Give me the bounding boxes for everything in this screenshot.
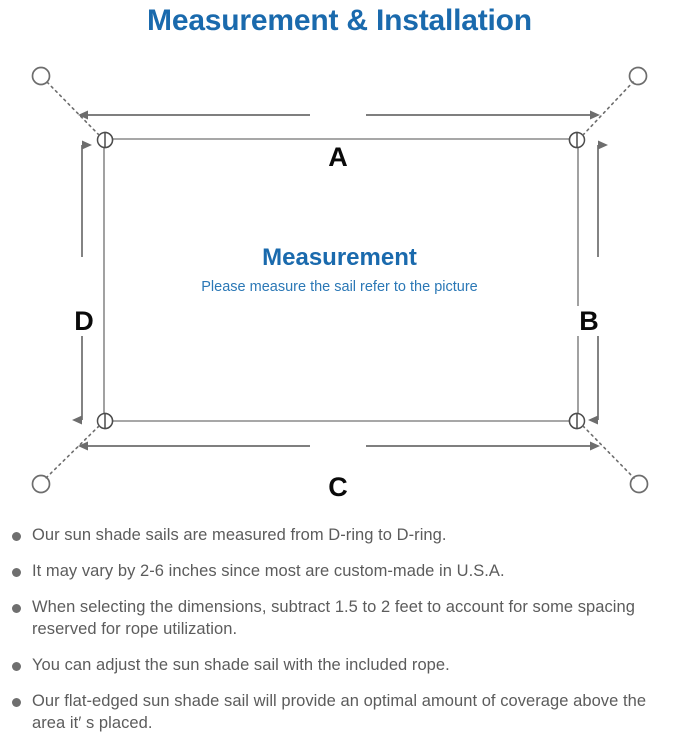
anchor-ring-top-right <box>628 66 648 86</box>
note-text: When selecting the dimensions, subtract … <box>32 598 635 638</box>
bullet-icon <box>12 532 21 541</box>
dimension-label-d: D <box>66 306 102 336</box>
dimension-label-a: A <box>316 142 360 172</box>
rope-top-right <box>582 81 634 136</box>
diagram-center-title: Measurement <box>262 244 417 271</box>
sail-outline <box>103 138 579 422</box>
d-ring-bottom-left <box>96 412 114 430</box>
rope-bottom-left <box>45 425 100 479</box>
bullet-icon <box>12 568 21 577</box>
rope-bottom-right <box>582 425 635 479</box>
list-item: When selecting the dimensions, subtract … <box>0 596 679 640</box>
dimension-label-c: C <box>316 472 360 502</box>
notes-list: Our sun shade sails are measured from D-… <box>0 524 679 748</box>
anchor-ring-top-left <box>31 66 51 86</box>
d-ring-top-right <box>568 131 586 149</box>
anchor-ring-bottom-right <box>629 474 649 494</box>
list-item: Our sun shade sails are measured from D-… <box>0 524 679 546</box>
list-item: You can adjust the sun shade sail with t… <box>0 654 679 676</box>
note-text: Our flat-edged sun shade sail will provi… <box>32 692 647 732</box>
d-ring-top-left <box>96 131 114 149</box>
bullet-icon <box>12 698 21 707</box>
note-text: It may vary by 2-6 inches since most are… <box>32 562 505 580</box>
note-text: You can adjust the sun shade sail with t… <box>32 656 450 674</box>
list-item: It may vary by 2-6 inches since most are… <box>0 560 679 582</box>
d-ring-bottom-right <box>568 412 586 430</box>
measurement-diagram: A B C D <box>0 44 679 514</box>
diagram-center-subtitle: Please measure the sail refer to the pic… <box>201 279 478 295</box>
rope-top-left <box>45 80 100 136</box>
note-text: Our sun shade sails are measured from D-… <box>32 526 447 544</box>
diagram-svg <box>31 66 649 494</box>
bullet-icon <box>12 662 21 671</box>
page-title: Measurement & Installation <box>147 4 532 37</box>
list-item: Our flat-edged sun shade sail will provi… <box>0 690 679 734</box>
bullet-icon <box>12 604 21 613</box>
dimension-label-b: B <box>572 306 606 336</box>
anchor-ring-bottom-left <box>31 474 51 494</box>
